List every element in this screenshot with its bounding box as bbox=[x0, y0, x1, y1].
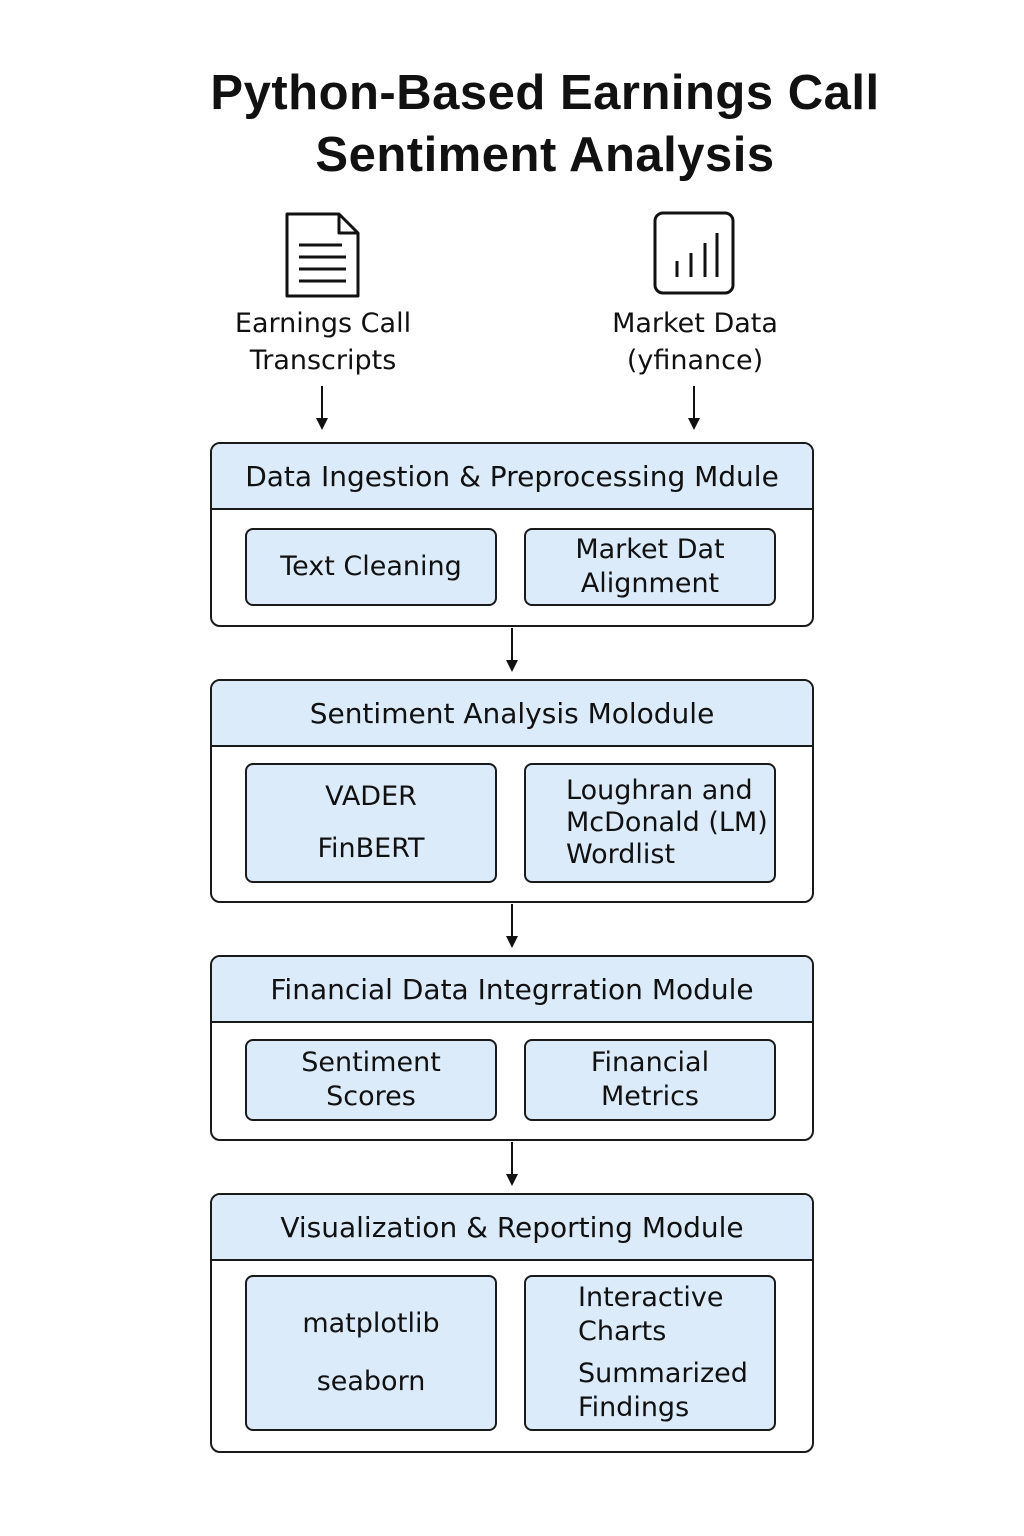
component-label-finbert: FinBERT bbox=[317, 833, 425, 864]
arrow-sentiment-to-integration bbox=[506, 904, 518, 948]
module-sentiment-analysis: Sentiment Analysis Molodule VADER FinBER… bbox=[210, 679, 814, 903]
document-icon bbox=[285, 212, 360, 298]
component-interactive-charts-findings: Interactive Charts Summarized Findings bbox=[524, 1275, 776, 1431]
module-title: Data Ingestion & Preprocessing Mdule bbox=[212, 444, 812, 510]
component-label: Market Dat Alignment bbox=[575, 534, 725, 599]
module-financial-data-integration: Financial Data Integrration Module Senti… bbox=[210, 955, 814, 1141]
component-label-vader: VADER bbox=[325, 781, 417, 812]
component-label: Loughran and McDonald (LM) Wordlist bbox=[566, 775, 768, 870]
arrow-integration-to-visualization bbox=[506, 1142, 518, 1186]
module-visualization-reporting: Visualization & Reporting Module matplot… bbox=[210, 1193, 814, 1453]
component-market-data-alignment: Market Dat Alignment bbox=[524, 528, 776, 606]
component-vader-finbert: VADER FinBERT bbox=[245, 763, 497, 883]
arrow-market-to-ingestion bbox=[688, 386, 700, 430]
component-matplotlib-seaborn: matplotlib seaborn bbox=[245, 1275, 497, 1431]
source-label-market-data: Market Data (yfinance) bbox=[612, 308, 778, 376]
module-title: Visualization & Reporting Module bbox=[212, 1195, 812, 1261]
bar-chart-icon bbox=[653, 211, 735, 295]
component-label-matplotlib: matplotlib bbox=[302, 1308, 440, 1339]
component-lm-wordlist: Loughran and McDonald (LM) Wordlist bbox=[524, 763, 776, 883]
arrow-transcripts-to-ingestion bbox=[316, 386, 328, 430]
component-label-interactive-charts: Interactive Charts bbox=[578, 1282, 724, 1347]
module-title: Financial Data Integrration Module bbox=[212, 957, 812, 1023]
component-label: Text Cleaning bbox=[280, 551, 462, 582]
component-text-cleaning: Text Cleaning bbox=[245, 528, 497, 606]
component-financial-metrics: Financial Metrics bbox=[524, 1039, 776, 1121]
arrow-ingestion-to-sentiment bbox=[506, 628, 518, 672]
diagram-title: Python-Based Earnings Call Sentiment Ana… bbox=[210, 66, 880, 182]
component-sentiment-scores: Sentiment Scores bbox=[245, 1039, 497, 1121]
component-label-summarized-findings: Summarized Findings bbox=[578, 1358, 748, 1423]
module-title: Sentiment Analysis Molodule bbox=[212, 681, 812, 747]
component-label-seaborn: seaborn bbox=[316, 1366, 426, 1397]
source-label-transcripts: Earnings Call Transcripts bbox=[234, 308, 412, 376]
component-label: Sentiment Scores bbox=[301, 1047, 441, 1112]
component-label: Financial Metrics bbox=[590, 1047, 710, 1112]
module-data-ingestion: Data Ingestion & Preprocessing Mdule Tex… bbox=[210, 442, 814, 627]
